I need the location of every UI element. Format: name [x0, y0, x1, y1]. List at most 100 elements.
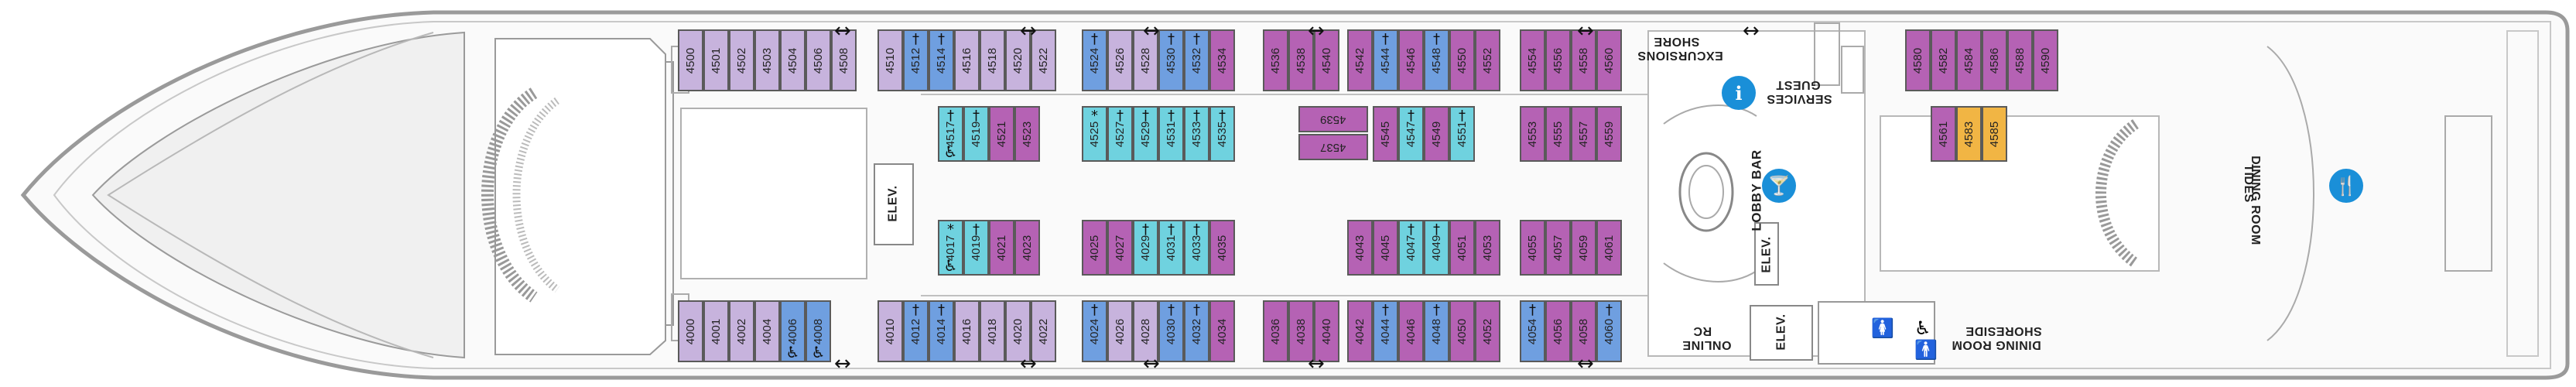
cabin-4054[interactable]: 4054† — [1520, 300, 1545, 362]
cabin-4508[interactable]: 4508 — [831, 29, 857, 91]
cabin-4584[interactable]: 4584 — [1956, 29, 1982, 91]
cabin-4025[interactable]: 4025 — [1082, 220, 1107, 276]
cabin-4006[interactable]: 4006♿ — [780, 300, 806, 362]
cabin-4539[interactable]: 4539 — [1298, 106, 1368, 132]
cabin-4022[interactable]: 4022 — [1031, 300, 1056, 362]
cabin-4501[interactable]: 4501 — [703, 29, 729, 91]
cabin-4000[interactable]: 4000 — [678, 300, 703, 362]
cabin-4021[interactable]: 4021 — [989, 220, 1014, 276]
cabin-4519[interactable]: 4519† — [963, 106, 989, 162]
cabin-4524[interactable]: 4524† — [1082, 29, 1107, 91]
cabin-4522[interactable]: 4522 — [1031, 29, 1056, 91]
cabin-4525[interactable]: 4525* — [1082, 106, 1107, 162]
cabin-4532[interactable]: 4532† — [1184, 29, 1209, 91]
cabin-4012[interactable]: 4012† — [903, 300, 929, 362]
cabin-4036[interactable]: 4036 — [1263, 300, 1288, 362]
cabin-4014[interactable]: 4014† — [929, 300, 954, 362]
cabin-4047[interactable]: 4047† — [1398, 220, 1424, 276]
cabin-4585[interactable]: 4585 — [1982, 106, 2007, 162]
cabin-4060[interactable]: 4060† — [1596, 300, 1622, 362]
cabin-4010[interactable]: 4010 — [877, 300, 903, 362]
cabin-4028[interactable]: 4028 — [1133, 300, 1158, 362]
cabin-4516[interactable]: 4516 — [954, 29, 980, 91]
cabin-4004[interactable]: 4004 — [754, 300, 780, 362]
cabin-4590[interactable]: 4590 — [2033, 29, 2058, 91]
cabin-4055[interactable]: 4055 — [1520, 220, 1545, 276]
cabin-4536[interactable]: 4536 — [1263, 29, 1288, 91]
cabin-4560[interactable]: 4560 — [1596, 29, 1622, 91]
cabin-4500[interactable]: 4500 — [678, 29, 703, 91]
cabin-4510[interactable]: 4510 — [877, 29, 903, 91]
cabin-4058[interactable]: 4058 — [1571, 300, 1596, 362]
cabin-4503[interactable]: 4503 — [754, 29, 780, 91]
cabin-4553[interactable]: 4553 — [1520, 106, 1545, 162]
cabin-4030[interactable]: 4030† — [1158, 300, 1184, 362]
cabin-4050[interactable]: 4050 — [1449, 300, 1475, 362]
cabin-4026[interactable]: 4026 — [1107, 300, 1133, 362]
cabin-4046[interactable]: 4046 — [1398, 300, 1424, 362]
cabin-4549[interactable]: 4549 — [1424, 106, 1449, 162]
cabin-4535[interactable]: 4535† — [1209, 106, 1235, 162]
cabin-4542[interactable]: 4542 — [1347, 29, 1373, 91]
cabin-4051[interactable]: 4051 — [1449, 220, 1475, 276]
cabin-4517[interactable]: 4517†♿ — [938, 106, 963, 162]
cabin-4016[interactable]: 4016 — [954, 300, 980, 362]
cabin-4550[interactable]: 4550 — [1449, 29, 1475, 91]
cabin-4008[interactable]: 4008♿ — [806, 300, 831, 362]
cabin-4544[interactable]: 4544† — [1373, 29, 1398, 91]
cabin-4504[interactable]: 4504 — [780, 29, 806, 91]
cabin-4027[interactable]: 4027 — [1107, 220, 1133, 276]
cabin-4049[interactable]: 4049† — [1424, 220, 1449, 276]
cabin-4029[interactable]: 4029† — [1133, 220, 1158, 276]
cabin-4588[interactable]: 4588 — [2007, 29, 2033, 91]
cabin-4057[interactable]: 4057 — [1545, 220, 1571, 276]
cabin-4548[interactable]: 4548† — [1424, 29, 1449, 91]
cabin-4580[interactable]: 4580 — [1905, 29, 1931, 91]
cabin-4528[interactable]: 4528 — [1133, 29, 1158, 91]
cabin-4038[interactable]: 4038 — [1288, 300, 1314, 362]
cabin-4545[interactable]: 4545 — [1373, 106, 1398, 162]
cabin-4032[interactable]: 4032† — [1184, 300, 1209, 362]
cabin-4552[interactable]: 4552 — [1475, 29, 1500, 91]
cabin-4551[interactable]: 4551† — [1449, 106, 1475, 162]
cabin-4559[interactable]: 4559 — [1596, 106, 1622, 162]
cabin-4040[interactable]: 4040 — [1314, 300, 1339, 362]
cabin-4048[interactable]: 4048† — [1424, 300, 1449, 362]
cabin-4020[interactable]: 4020 — [1005, 300, 1031, 362]
cabin-4042[interactable]: 4042 — [1347, 300, 1373, 362]
cabin-4514[interactable]: 4514† — [929, 29, 954, 91]
cabin-4017[interactable]: 4017*♿ — [938, 220, 963, 276]
cabin-4537[interactable]: 4537 — [1298, 134, 1368, 160]
cabin-4561[interactable]: 4561 — [1931, 106, 1956, 162]
cabin-4506[interactable]: 4506 — [806, 29, 831, 91]
cabin-4557[interactable]: 4557 — [1571, 106, 1596, 162]
cabin-4538[interactable]: 4538 — [1288, 29, 1314, 91]
cabin-4002[interactable]: 4002 — [729, 300, 754, 362]
cabin-4061[interactable]: 4061 — [1596, 220, 1622, 276]
cabin-4529[interactable]: 4529† — [1133, 106, 1158, 162]
cabin-4045[interactable]: 4045 — [1373, 220, 1398, 276]
cabin-4583[interactable]: 4583 — [1956, 106, 1982, 162]
cabin-4044[interactable]: 4044† — [1373, 300, 1398, 362]
cabin-4534[interactable]: 4534 — [1209, 29, 1235, 91]
cabin-4512[interactable]: 4512† — [903, 29, 929, 91]
cabin-4582[interactable]: 4582 — [1931, 29, 1956, 91]
cabin-4520[interactable]: 4520 — [1005, 29, 1031, 91]
cabin-4019[interactable]: 4019† — [963, 220, 989, 276]
cabin-4554[interactable]: 4554 — [1520, 29, 1545, 91]
cabin-4521[interactable]: 4521 — [989, 106, 1014, 162]
cabin-4018[interactable]: 4018 — [980, 300, 1005, 362]
cabin-4033[interactable]: 4033† — [1184, 220, 1209, 276]
cabin-4059[interactable]: 4059 — [1571, 220, 1596, 276]
cabin-4531[interactable]: 4531† — [1158, 106, 1184, 162]
cabin-4556[interactable]: 4556 — [1545, 29, 1571, 91]
cabin-4502[interactable]: 4502 — [729, 29, 754, 91]
cabin-4526[interactable]: 4526 — [1107, 29, 1133, 91]
cabin-4023[interactable]: 4023 — [1014, 220, 1040, 276]
cabin-4547[interactable]: 4547† — [1398, 106, 1424, 162]
cabin-4053[interactable]: 4053 — [1475, 220, 1500, 276]
cabin-4527[interactable]: 4527† — [1107, 106, 1133, 162]
cabin-4533[interactable]: 4533† — [1184, 106, 1209, 162]
cabin-4001[interactable]: 4001 — [703, 300, 729, 362]
cabin-4586[interactable]: 4586 — [1982, 29, 2007, 91]
